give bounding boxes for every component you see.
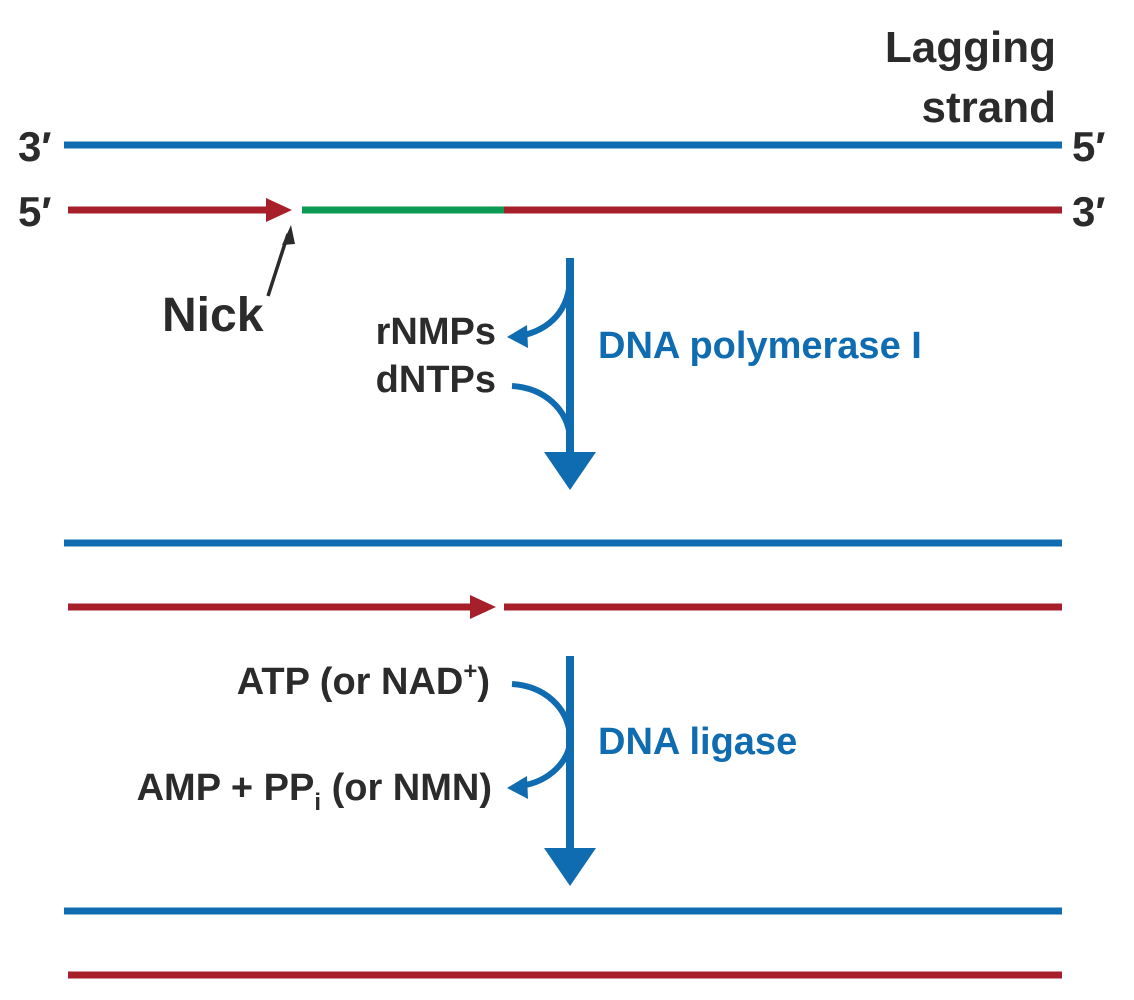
header-line2: strand [922, 83, 1056, 132]
atp-label: ATP (or NAD+) [237, 658, 490, 703]
rnmps-release-arrowhead [507, 325, 528, 348]
ppi-subscript: i [314, 789, 321, 816]
amp-label: AMP + PPi (or NMN) [137, 767, 492, 816]
dna-polymerase-i-label: DNA polymerase I [598, 325, 922, 367]
dna-ligase-label: DNA ligase [598, 721, 797, 763]
end-label-top-right: 5′ [1072, 123, 1105, 170]
atp-input-curve [511, 681, 573, 737]
rnmps-release-curve [519, 275, 573, 339]
step2-arrowhead [544, 848, 596, 886]
amp-release-arrowhead [507, 776, 528, 799]
nad-charge: + [463, 658, 477, 685]
amp-release-curve [519, 739, 573, 789]
end-label-bottom-left: 5′ [18, 188, 51, 235]
end-label-top-left: 3′ [18, 123, 51, 170]
nick-pointer-arrowhead [282, 225, 295, 245]
header-line1: Lagging [885, 23, 1056, 72]
rnmps-label: rNMPs [376, 311, 496, 353]
end-label-bottom-right: 3′ [1072, 188, 1105, 235]
okazaki-arrowhead [266, 198, 292, 222]
nick-label: Nick [162, 289, 264, 342]
step1-arrowhead [544, 452, 596, 490]
dntps-input-curve [511, 383, 573, 439]
extended-fragment-arrowhead [470, 595, 496, 619]
dntps-label: dNTPs [376, 359, 496, 401]
